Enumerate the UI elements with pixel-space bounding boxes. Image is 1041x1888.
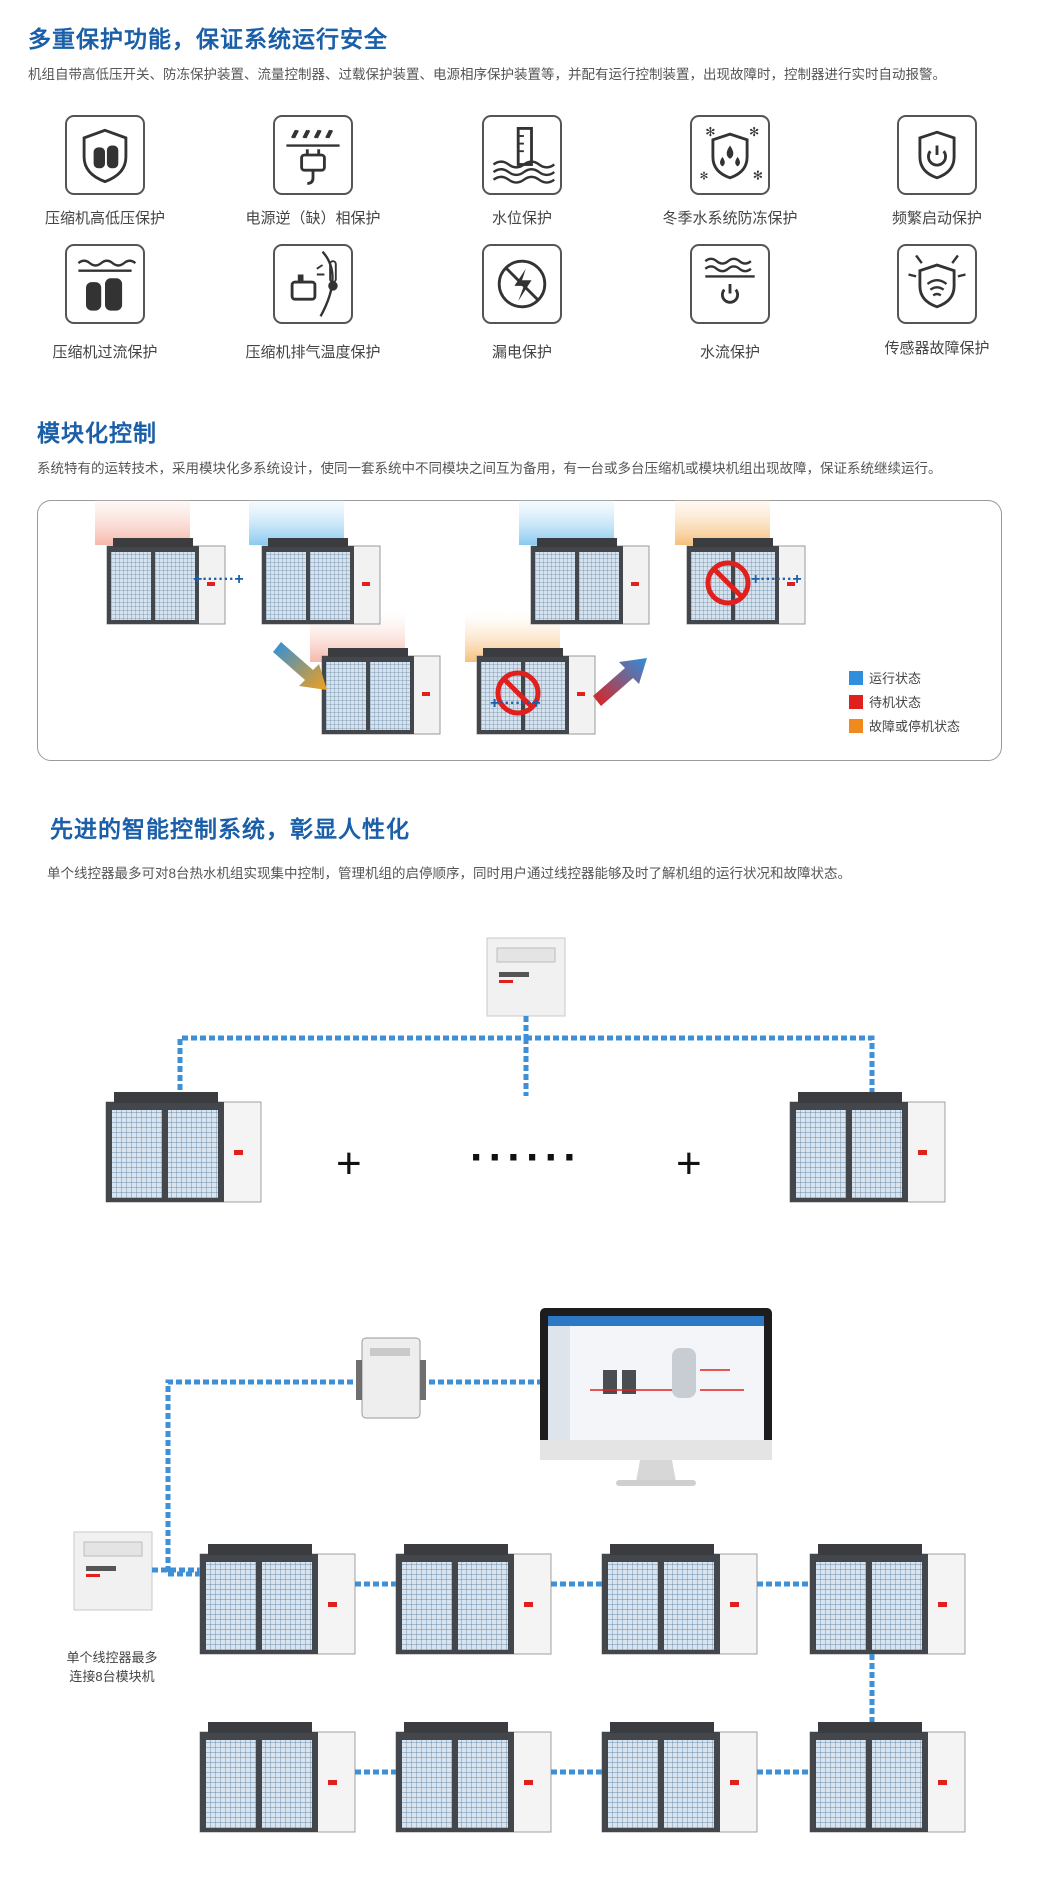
sensor-shield-icon (897, 244, 977, 324)
section-smart-control-description: 单个线控器最多可对8台热水机组实现集中控制，管理机组的启停顺序，同时用户通过线控… (47, 866, 852, 881)
module-connector: +······+ (751, 571, 802, 588)
legend-fault: 故障或停机状态 (849, 716, 960, 735)
plus-sign: + (676, 1139, 702, 1188)
protection-label: 频繁启动保护 (891, 210, 982, 227)
control-network-diagram: .link{stroke:#3d8fd6;stroke-width:5;fill… (73, 937, 966, 1833)
protection-label: 水位保护 (491, 210, 552, 227)
legend-swatch (849, 671, 863, 685)
power-plug-icon (273, 115, 353, 195)
protection-label: 压缩机高低压保护 (44, 210, 165, 227)
leakage-icon (482, 244, 562, 324)
svg-text:✻: ✻ (749, 125, 759, 139)
ellipsis-dots: ······ (470, 1133, 582, 1182)
module-connector: +······+ (490, 695, 541, 712)
section-protection-description: 机组自带高低压开关、防冻保护装置、流量控制器、过载保护装置、电源相序保护装置等，… (28, 67, 946, 82)
controller-caption: 单个线控器最多 连接8台模块机 (66, 1650, 158, 1684)
protection-label: 传感器故障保护 (884, 340, 990, 357)
section-modular-description: 系统特有的运转技术，采用模块化多系统设计，使同一套系统中不同模块之间互为备用，有… (37, 461, 942, 476)
protection-label: 电源逆（缺）相保护 (245, 210, 381, 227)
legend-swatch (849, 719, 863, 733)
water-level-icon (482, 115, 562, 195)
legend-swatch (849, 695, 863, 709)
protection-label: 压缩机过流保护 (52, 344, 158, 361)
svg-text:✻: ✻ (700, 172, 709, 183)
section-modular-title: 模块化控制 (37, 420, 157, 446)
power-button-icon (897, 115, 977, 195)
antifreeze-icon: ✻ ✻ ✻ ✻ (690, 115, 770, 195)
legend-running: 运行状态 (849, 668, 921, 687)
legend-standby: 待机状态 (849, 692, 921, 711)
plus-sign: + (336, 1139, 362, 1188)
svg-text:✻: ✻ (753, 169, 763, 183)
water-flow-icon (690, 244, 770, 324)
section-smart-control-title: 先进的智能控制系统，彰显人性化 (50, 816, 410, 842)
exhaust-temperature-icon (273, 244, 353, 324)
protection-label: 水流保护 (699, 344, 760, 361)
module-connector: +······+ (193, 571, 244, 588)
svg-text:✻: ✻ (705, 125, 715, 139)
protection-label: 压缩机排气温度保护 (245, 344, 381, 361)
section-protection-title: 多重保护功能，保证系统运行安全 (28, 26, 388, 52)
protection-label: 冬季水系统防冻保护 (662, 210, 798, 227)
compressor-pressure-icon (65, 115, 145, 195)
modular-diagram (95, 500, 806, 735)
compressor-overcurrent-icon (65, 244, 145, 324)
protection-label: 漏电保护 (491, 344, 552, 361)
